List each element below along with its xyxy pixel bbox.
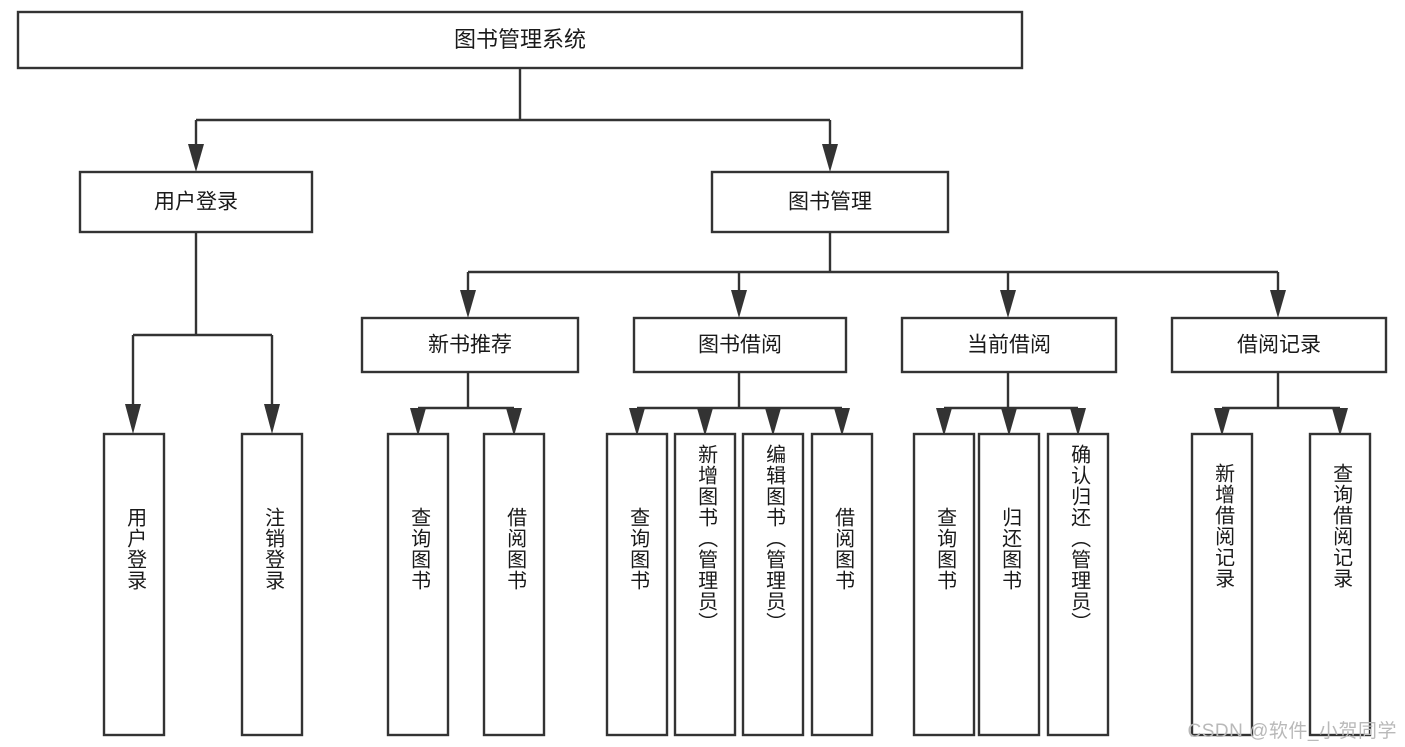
arrow-book-manage-to-current-borrow — [1000, 290, 1016, 318]
node-borrow-record-label: 借阅记录 — [1237, 334, 1321, 357]
leaf-box-borrow-record-1[interactable] — [1308, 432, 1372, 737]
node-book-manage[interactable]: 图书管理 — [710, 170, 950, 234]
arrow-book-manage-to-new-book-rec — [460, 290, 476, 318]
node-borrow-record[interactable]: 借阅记录 — [1170, 316, 1388, 374]
node-book-manage-label: 图书管理 — [788, 191, 872, 214]
node-new-book-rec-box[interactable] — [360, 316, 580, 374]
node-root-label: 图书管理系统 — [454, 27, 586, 52]
arrow-root-to-user-login — [188, 144, 204, 172]
node-current-borrow[interactable]: 当前借阅 — [900, 316, 1118, 374]
leaf-box-current-borrow-1[interactable] — [977, 432, 1041, 737]
leaf-box-borrow-record-0[interactable] — [1190, 432, 1254, 737]
leaf-box-book-borrow-1[interactable] — [673, 432, 737, 737]
arrow-current-borrow-leaf-2 — [1070, 408, 1086, 436]
node-current-borrow-box[interactable] — [900, 316, 1118, 374]
arrow-borrow-record-leaf-0 — [1214, 408, 1230, 436]
arrow-book-manage-to-borrow-record — [1270, 290, 1286, 318]
node-book-borrow[interactable]: 图书借阅 — [632, 316, 848, 374]
node-user-login-box[interactable] — [78, 170, 314, 234]
node-new-book-rec-label: 新书推荐 — [428, 334, 512, 357]
arrow-book-manage-to-book-borrow — [731, 290, 747, 318]
node-borrow-record-box[interactable] — [1170, 316, 1388, 374]
leaf-box-book-borrow-2[interactable] — [741, 432, 805, 737]
arrow-book-borrow-leaf-2 — [765, 408, 781, 436]
node-new-book-rec[interactable]: 新书推荐 — [360, 316, 580, 374]
node-book-manage-box[interactable] — [710, 170, 950, 234]
leaf-box-user-login-1[interactable] — [240, 432, 304, 737]
leaf-box-current-borrow-0[interactable] — [912, 432, 976, 737]
arrow-book-borrow-leaf-1 — [697, 408, 713, 436]
arrow-new-book-rec-leaf-0 — [410, 408, 426, 436]
arrow-book-borrow-leaf-0 — [629, 408, 645, 436]
node-user-login[interactable]: 用户登录 — [78, 170, 314, 234]
connector-layer — [125, 68, 1348, 436]
leaf-box-book-borrow-0[interactable] — [605, 432, 669, 737]
arrow-borrow-record-leaf-1 — [1332, 408, 1348, 436]
arrow-current-borrow-leaf-0 — [936, 408, 952, 436]
leaf-box-book-borrow-3[interactable] — [810, 432, 874, 737]
arrow-user-login-leaf-0 — [125, 404, 141, 434]
leaf-box-new-book-rec-1[interactable] — [482, 432, 546, 737]
leaf-box-new-book-rec-0[interactable] — [386, 432, 450, 737]
arrow-root-to-book-manage — [822, 144, 838, 172]
node-root-box[interactable] — [16, 10, 1024, 70]
arrow-book-borrow-leaf-3 — [834, 408, 850, 436]
arrow-current-borrow-leaf-1 — [1001, 408, 1017, 436]
node-book-borrow-label: 图书借阅 — [698, 334, 782, 357]
node-root[interactable]: 图书管理系统 — [16, 10, 1024, 70]
node-book-borrow-box[interactable] — [632, 316, 848, 374]
csdn-watermark: CSDN @软件_小贺同学 — [1187, 721, 1397, 742]
leaf-box-user-login-0[interactable] — [102, 432, 166, 737]
leaf-box-current-borrow-2[interactable] — [1046, 432, 1110, 737]
arrow-new-book-rec-leaf-1 — [506, 408, 522, 436]
node-user-login-label: 用户登录 — [154, 191, 238, 214]
node-current-borrow-label: 当前借阅 — [967, 334, 1051, 357]
arrow-user-login-leaf-1 — [264, 404, 280, 434]
